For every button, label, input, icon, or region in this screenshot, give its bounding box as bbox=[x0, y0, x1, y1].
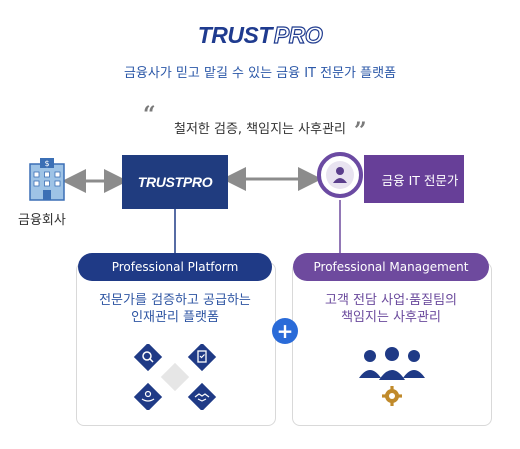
plus-icon: + bbox=[272, 318, 298, 344]
expert-person-icon bbox=[333, 167, 347, 183]
expert-label-box: 금융 IT 전문가 bbox=[364, 155, 464, 203]
document-check-icon bbox=[187, 344, 217, 372]
logo-part1: TRUST bbox=[197, 22, 273, 48]
management-desc-line2: 책임지는 사후관리 bbox=[341, 310, 441, 325]
financial-company-label: 금융회사 bbox=[18, 213, 66, 228]
center-diamond bbox=[160, 362, 190, 392]
expert-avatar-circle bbox=[317, 152, 363, 198]
gear-icon bbox=[382, 386, 402, 406]
search-icon bbox=[133, 344, 163, 372]
team-people-icon bbox=[359, 347, 425, 406]
platform-desc-line2: 인재관리 플랫폼 bbox=[131, 310, 219, 325]
handshake-icon bbox=[187, 382, 217, 410]
logo-part2: PRO bbox=[273, 21, 323, 48]
tagline: 금융사가 믿고 맡길 수 있는 금융 IT 전문가 플랫폼 bbox=[123, 66, 397, 81]
bank-building-icon: $ bbox=[29, 158, 65, 201]
close-quote-mark: ” bbox=[354, 118, 367, 144]
professional-management-title: Professional Management bbox=[293, 253, 489, 281]
management-desc-line1: 고객 전담 사업·품질팀의 bbox=[325, 293, 457, 308]
expert-label: 금융 IT 전문가 bbox=[381, 172, 459, 188]
svg-text:$: $ bbox=[44, 159, 49, 168]
coins-hand-icon bbox=[133, 382, 163, 410]
platform-description: 전문가를 검증하고 공급하는 인재관리 플랫폼 bbox=[76, 292, 274, 326]
platform-process-icons bbox=[133, 344, 217, 410]
trustpro-logo: TRUSTPRO bbox=[0, 21, 520, 49]
platform-desc-line1: 전문가를 검증하고 공급하는 bbox=[99, 293, 251, 308]
management-description: 고객 전담 사업·품질팀의 책임지는 사후관리 bbox=[292, 292, 490, 326]
professional-platform-title: Professional Platform bbox=[78, 253, 272, 281]
quote-text: 철저한 검증, 책임지는 사후관리 bbox=[173, 122, 346, 137]
trustpro-platform-box: TRUSTPRO bbox=[122, 155, 228, 209]
open-quote-mark: “ bbox=[143, 102, 156, 128]
